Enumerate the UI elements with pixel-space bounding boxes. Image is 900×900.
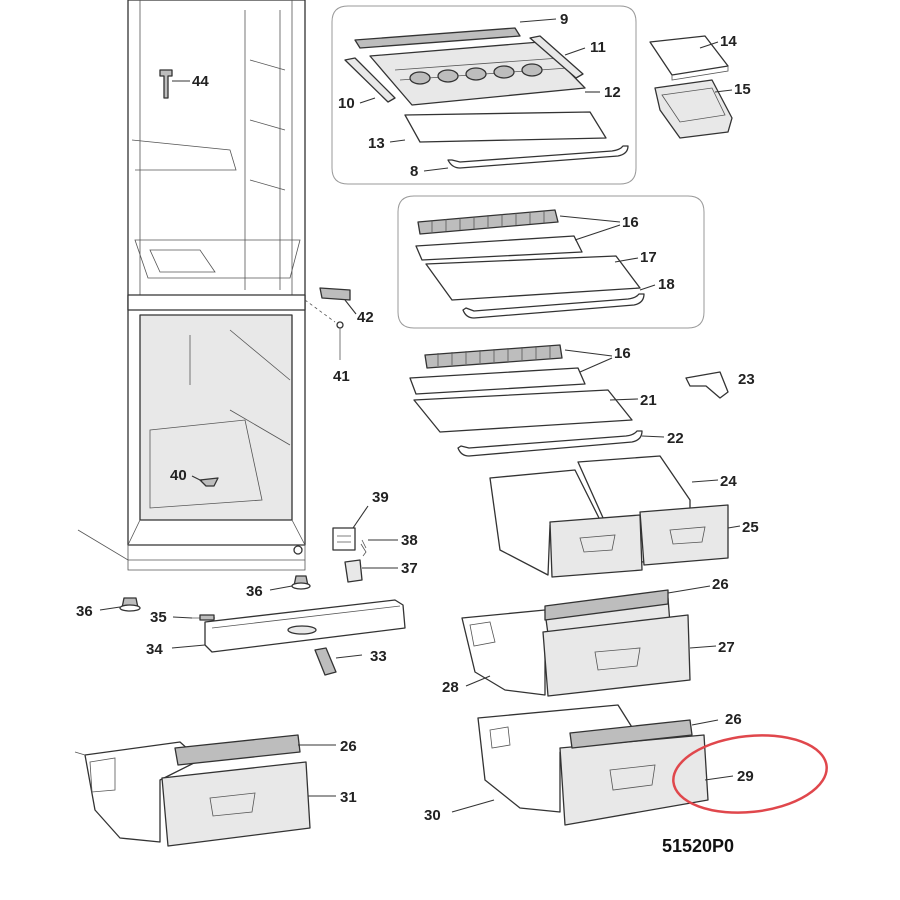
leader-17 [614, 257, 639, 263]
group-box-top [331, 5, 637, 185]
leader-36a [99, 606, 121, 611]
leader-35 [172, 616, 193, 619]
callout-10: 10 [338, 95, 355, 112]
callout-22: 22 [667, 430, 684, 447]
callout-42: 42 [357, 309, 374, 326]
callout-23: 23 [738, 371, 755, 388]
callout-14: 14 [720, 33, 737, 50]
plinth-34 [204, 599, 406, 653]
leader-28 [465, 675, 491, 687]
plug-40 [199, 477, 219, 487]
freezer-drawer-29-30 [477, 704, 709, 826]
leader-25 [727, 525, 741, 529]
callout-36a: 36 [76, 603, 93, 620]
drawing-code: 51520P0 [662, 836, 734, 856]
callout-16b: 16 [614, 345, 631, 362]
callout-11: 11 [590, 39, 606, 56]
callout-35: 35 [150, 609, 167, 626]
callout-24: 24 [720, 473, 737, 490]
leader-16b-1 [564, 349, 613, 357]
screw-41 [336, 321, 344, 360]
callout-13: 13 [368, 135, 385, 152]
leader-36b [269, 585, 293, 591]
callout-39: 39 [372, 489, 389, 506]
leader-16a-2 [574, 224, 621, 241]
callout-28: 28 [442, 679, 459, 696]
callout-34: 34 [146, 641, 163, 658]
leader-8 [423, 167, 449, 172]
callout-38: 38 [401, 532, 418, 549]
freezer-drawer-31 [84, 734, 311, 847]
leader-22 [641, 435, 665, 438]
leader-30 [451, 799, 495, 813]
screw-35 [192, 614, 215, 621]
callout-labels: 44 9 11 14 15 10 12 13 8 16 17 18 42 41 … [76, 11, 759, 856]
leader-13 [389, 139, 406, 143]
callout-9: 9 [560, 11, 568, 28]
freezer-drawer-27-28 [461, 589, 691, 697]
crisper-drawers-24-25 [489, 455, 729, 578]
callout-37: 37 [401, 560, 418, 577]
part-33 [314, 647, 337, 676]
callout-41: 41 [333, 368, 350, 385]
hinge-part-42 [319, 287, 351, 301]
callout-27: 27 [718, 639, 735, 656]
spring-38 [360, 539, 367, 557]
callout-26b: 26 [725, 711, 742, 728]
leader-42 [344, 299, 357, 315]
leader-24 [691, 479, 719, 483]
callout-31: 31 [340, 789, 357, 806]
leader-9 [519, 18, 557, 23]
leader-27 [689, 645, 717, 649]
callout-17: 17 [640, 249, 657, 266]
leader-33 [335, 654, 363, 659]
leader-26a [667, 585, 711, 594]
callout-15: 15 [734, 81, 751, 98]
leader-34 [171, 644, 206, 649]
leader-29 [704, 775, 734, 781]
callout-44: 44 [192, 73, 209, 90]
butter-box-15 [654, 79, 733, 139]
hinge-pin-44 [159, 69, 173, 99]
butter-lid-14 [649, 35, 729, 81]
callout-12: 12 [604, 84, 621, 101]
callout-33: 33 [370, 648, 387, 665]
leader-16b-2 [579, 357, 613, 373]
callout-8: 8 [410, 163, 418, 180]
highlight-circle-29 [672, 734, 828, 814]
leader-18 [639, 284, 656, 291]
callout-21: 21 [640, 392, 657, 409]
callout-25: 25 [742, 519, 759, 536]
leader-40 [191, 475, 203, 482]
part-39 [332, 527, 356, 551]
shelf-assembly-middle [415, 209, 645, 319]
leader-10 [359, 97, 376, 104]
callout-36b: 36 [246, 583, 263, 600]
fridge-cabinet [77, 0, 306, 571]
leader-16a-1 [559, 215, 621, 223]
leader-26b [691, 719, 719, 726]
leader-14 [699, 41, 719, 49]
callout-29: 29 [737, 768, 754, 785]
foot-36-left [119, 597, 141, 612]
callout-16a: 16 [622, 214, 639, 231]
callout-26a: 26 [712, 576, 729, 593]
callout-18: 18 [658, 276, 675, 293]
leader-15 [714, 89, 733, 93]
shelf-assembly-top [344, 27, 629, 169]
leader-39 [352, 505, 369, 529]
shelf-assembly-lower [409, 344, 643, 457]
clip-23 [685, 371, 729, 399]
callout-26c: 26 [340, 738, 357, 755]
callout-30: 30 [424, 807, 441, 824]
leader-21 [609, 398, 639, 401]
foot-36-right [291, 575, 311, 590]
leader-11 [564, 47, 586, 56]
bracket-37 [344, 559, 363, 583]
callout-40: 40 [170, 467, 187, 484]
group-box-middle [397, 195, 705, 329]
